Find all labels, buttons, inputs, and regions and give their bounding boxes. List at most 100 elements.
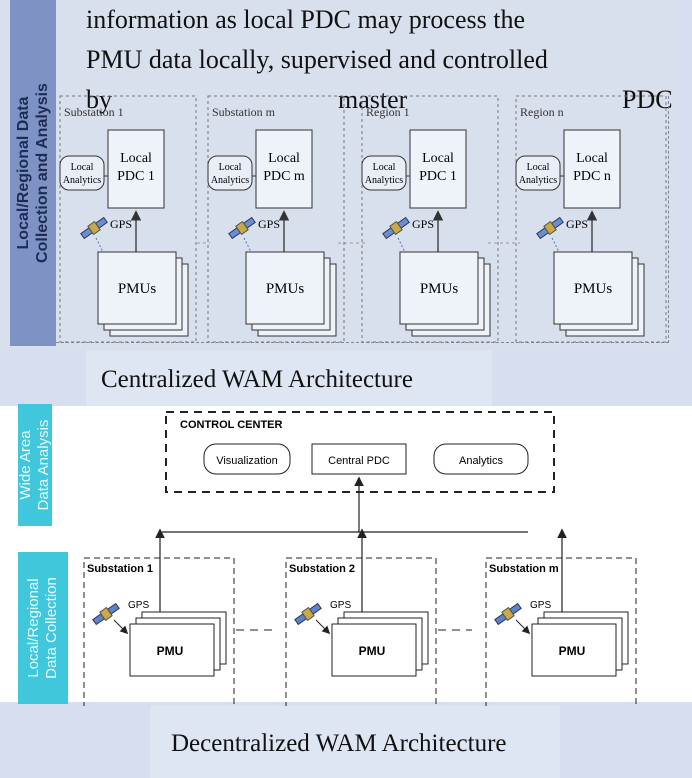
- local-analytics-box: [515, 155, 561, 191]
- gps-satellite-icon: [494, 602, 522, 626]
- pmu-box: [97, 251, 177, 325]
- substation-dashed-box: [285, 557, 437, 706]
- gps-signal-line: [95, 237, 105, 255]
- word-master: master: [338, 85, 408, 114]
- analytics-box: [433, 443, 529, 475]
- local-analytics-line-2: Analytics: [519, 175, 557, 186]
- gps-label: GPS: [412, 217, 434, 231]
- local-pdc-box: [563, 129, 621, 209]
- gps-signal-line: [243, 237, 253, 255]
- local-analytics-line-2: Analytics: [63, 175, 101, 186]
- local-analytics-line-1: Local: [373, 162, 396, 173]
- substation-node: Substation 2 GPS PMU: [285, 528, 437, 706]
- node-title: Region n: [520, 105, 564, 119]
- caption-centralized: Centralized WAM Architecture: [86, 350, 492, 408]
- caption-decentralized: Decentralized WAM Architecture: [150, 706, 560, 778]
- local-pdc-line-1: Local: [576, 151, 608, 166]
- gps-label: GPS: [110, 217, 132, 231]
- gps-satellite-icon: [228, 216, 256, 240]
- word-by: by: [86, 85, 112, 114]
- substation-title: Substation 1: [87, 563, 153, 575]
- node-title: Substation 1: [64, 105, 124, 119]
- gps-label: GPS: [128, 600, 149, 611]
- gps-label: GPS: [530, 600, 551, 611]
- pmu-label: PMU: [559, 644, 586, 658]
- substation-dashed-box: [485, 557, 637, 706]
- visualization-box: [203, 443, 291, 475]
- caption-decentralized-text: Decentralized WAM Architecture: [171, 730, 507, 757]
- gps-satellite-icon: [92, 602, 120, 626]
- node-dashed-box: [515, 95, 667, 343]
- caption-centralized-text: Centralized WAM Architecture: [101, 366, 413, 393]
- local-pdc-line-2: PDC 1: [117, 169, 155, 184]
- pmu-box: [129, 623, 215, 677]
- node-dashed-box: [59, 95, 197, 343]
- local-analytics-line-2: Analytics: [365, 175, 403, 186]
- pmu-box: [531, 623, 617, 677]
- local-pdc-line-1: Local: [120, 151, 152, 166]
- pmu-box: [245, 251, 325, 325]
- local-analytics-line-1: Local: [527, 162, 550, 173]
- pmu-box: [553, 251, 633, 325]
- pmu-box: [399, 251, 479, 325]
- gps-satellite-icon: [536, 216, 564, 240]
- gps-signal-arrow: [113, 619, 129, 635]
- body-text-line-1: information as local PDC may process the: [86, 5, 526, 34]
- word-pdc: PDC: [622, 85, 673, 114]
- gps-signal-arrow: [315, 619, 331, 635]
- substation-title: Substation 2: [289, 563, 355, 575]
- local-analytics-line-1: Local: [219, 162, 242, 173]
- local-pdc-box: [255, 129, 313, 209]
- substation-node: Substation 1 GPS PMU: [83, 528, 235, 706]
- gps-signal-line: [551, 237, 561, 255]
- decentralized-diagram-svg: CONTROL CENTER Visualization Central PDC…: [83, 411, 637, 706]
- node-dashed-box: [207, 95, 345, 343]
- node-title: Region 1: [366, 105, 410, 119]
- gps-label: GPS: [258, 217, 280, 231]
- pmu-box: [331, 623, 417, 677]
- control-center-label: CONTROL CENTER: [180, 419, 283, 431]
- local-analytics-box: [59, 155, 105, 191]
- local-pdc-box: [107, 129, 165, 209]
- node-dashed-box: [361, 95, 499, 343]
- gps-label: GPS: [566, 217, 588, 231]
- pmu-label: PMU: [157, 644, 184, 658]
- local-analytics-box: [361, 155, 407, 191]
- local-analytics-box: [207, 155, 253, 191]
- local-pdc-line-1: Local: [268, 151, 300, 166]
- gps-signal-arrow: [515, 619, 531, 635]
- pmu-label: PMUs: [574, 281, 613, 297]
- control-center-box: [165, 411, 555, 493]
- substation-dashed-box: [83, 557, 235, 706]
- pmu-label: PMUs: [118, 281, 157, 297]
- pmu-label: PMUs: [266, 281, 305, 297]
- gps-satellite-icon: [80, 216, 108, 240]
- central-pdc-label: Central PDC: [328, 455, 390, 467]
- local-pdc-line-2: PDC m: [263, 169, 305, 184]
- gps-label: GPS: [330, 600, 351, 611]
- local-pdc-box: [409, 129, 467, 209]
- pmu-label: PMU: [359, 644, 386, 658]
- gps-satellite-icon: [294, 602, 322, 626]
- local-pdc-line-1: Local: [422, 151, 454, 166]
- local-pdc-line-2: PDC 1: [419, 169, 457, 184]
- visualization-label: Visualization: [216, 455, 278, 467]
- node-title: Substation m: [212, 105, 276, 119]
- local-analytics-line-1: Local: [71, 162, 94, 173]
- local-analytics-line-2: Analytics: [211, 175, 249, 186]
- body-text-line-2: PMU data locally, supervised and control…: [86, 45, 548, 74]
- analytics-label: Analytics: [459, 455, 504, 467]
- gps-signal-line: [397, 237, 407, 255]
- central-pdc-box: [311, 443, 407, 475]
- gps-satellite-icon: [382, 216, 410, 240]
- local-pdc-line-2: PDC n: [573, 169, 611, 184]
- pmu-label: PMUs: [420, 281, 459, 297]
